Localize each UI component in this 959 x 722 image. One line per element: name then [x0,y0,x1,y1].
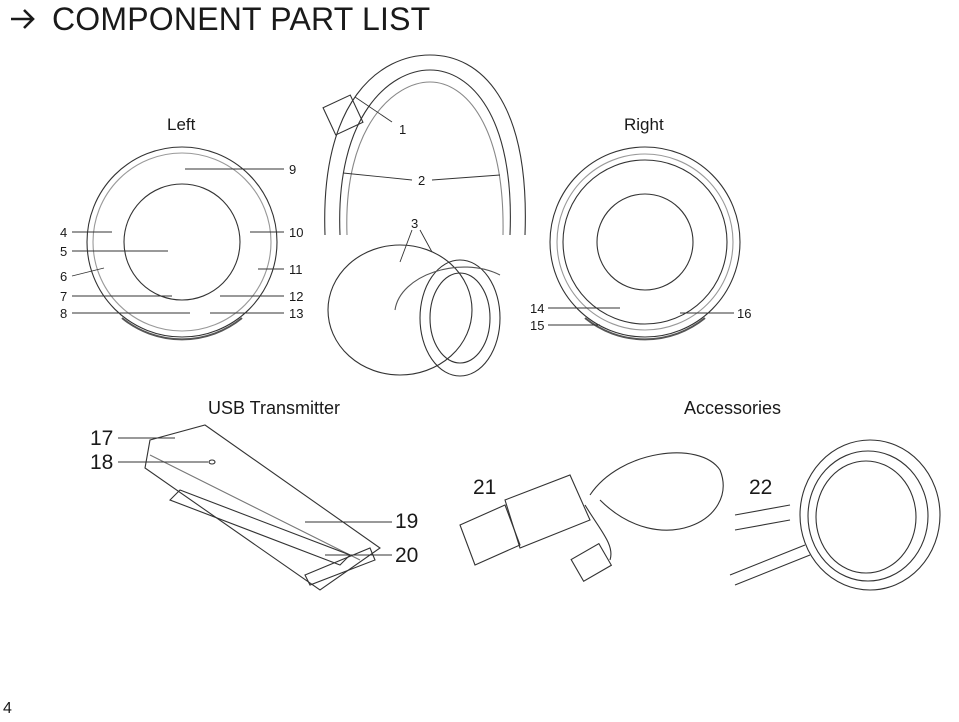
callout-6: 6 [60,269,68,284]
callout-16: 16 [737,306,752,321]
right-earcup-illustration [549,146,741,341]
callout-22: 22 [749,476,773,499]
callout-19: 19 [395,510,419,533]
callout-18: 18 [90,451,114,474]
callout-11: 11 [289,262,303,277]
callout-1: 1 [399,122,407,137]
callout-leaders [71,96,734,556]
arrow-right-icon [8,0,42,38]
left-view-label: Left [167,115,196,134]
usb-transmitter-illustration [144,424,381,591]
callout-10: 10 [289,225,304,240]
callout-20: 20 [395,544,419,567]
headphones-illustration [322,54,526,377]
callout-8: 8 [60,306,68,321]
callout-21: 21 [473,476,497,499]
usb-cable-illustration [459,452,724,583]
callout-4: 4 [60,225,68,240]
callout-13: 13 [289,306,304,321]
page-number: 4 [3,700,12,717]
callout-2: 2 [418,173,426,188]
callout-9: 9 [289,162,297,177]
audio-cable-illustration [729,439,941,591]
callout-15: 15 [530,318,545,333]
callout-7: 7 [60,289,68,304]
right-view-label: Right [624,115,664,134]
title-text: COMPONENT PART LIST [52,1,431,37]
callout-12: 12 [289,289,304,304]
page-title: COMPONENT PART LIST [8,0,430,38]
left-earcup-illustration [86,146,278,341]
accessories-label: Accessories [684,398,782,418]
usb-transmitter-label: USB Transmitter [208,398,341,418]
callout-17: 17 [90,427,114,450]
callout-3: 3 [411,216,419,231]
callout-14: 14 [530,301,545,316]
callout-5: 5 [60,244,68,259]
